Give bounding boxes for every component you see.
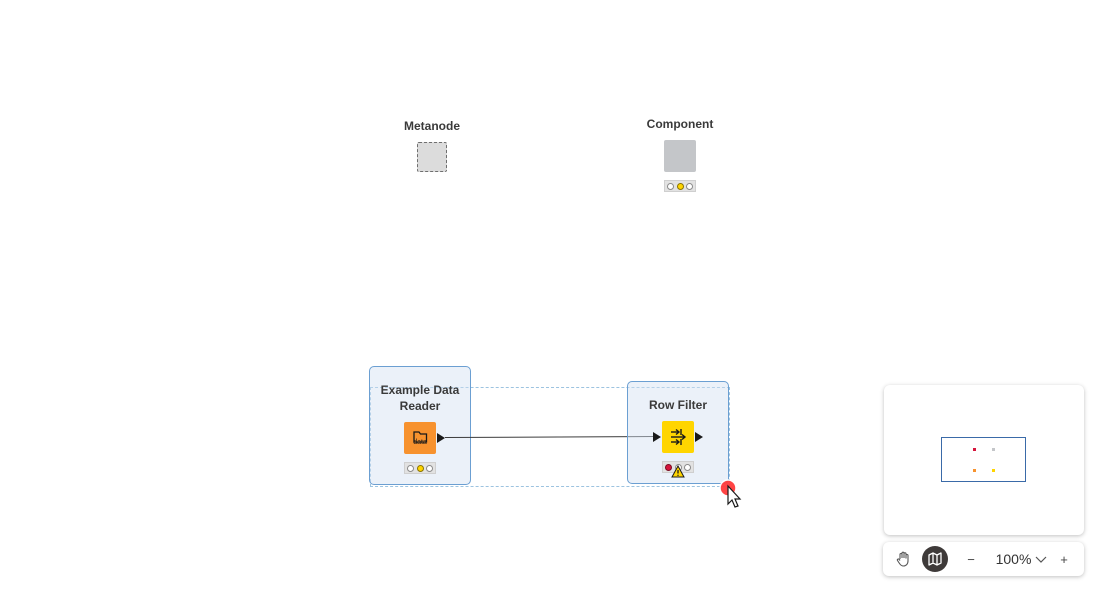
component-status-lights [664,180,696,192]
zoom-level-value: 100% [995,551,1032,567]
minimap-node-metanode [973,448,976,451]
status-light-inactive [685,182,693,190]
chevron-down-icon [1035,556,1047,563]
status-light-red [665,463,673,471]
canvas-toolbar: − 100% + [883,542,1084,576]
minimap-toggle-button[interactable] [922,546,948,572]
reader-title: Example Data Reader [370,382,470,414]
reader-output-port[interactable] [437,433,445,443]
minimap-node-reader [973,469,976,472]
row-filter-icon [671,428,687,446]
status-light-inactive [683,463,691,471]
metanode-node[interactable] [417,142,447,172]
metanode-title: Metanode [403,119,460,133]
reader-status-lights [404,462,436,474]
pan-mode-button[interactable] [890,546,916,572]
zoom-out-button[interactable]: − [961,546,981,572]
zoom-in-button[interactable]: + [1054,546,1074,572]
zoom-level-dropdown[interactable]: 100% [989,546,1055,572]
selection-marquee [370,387,730,487]
minimap[interactable] [884,385,1084,535]
rowfilter-input-port[interactable] [653,432,661,442]
rowfilter-node[interactable] [662,421,694,453]
folder-data-icon: data [413,431,428,446]
reader-node[interactable]: data [404,422,436,454]
component-title: Component [646,117,714,131]
rowfilter-title: Row Filter [648,398,707,412]
status-light-yellow [416,464,424,472]
reader-icon-label: data [413,439,427,446]
hand-icon [896,551,909,567]
status-light-inactive [667,182,675,190]
minus-icon: − [967,551,975,567]
reader-title-line1: Example Data [380,383,460,397]
minimap-viewport-frame[interactable] [941,437,1026,482]
rowfilter-output-port[interactable] [695,432,703,442]
minimap-node-rowfilter [992,469,995,472]
status-light-inactive [425,464,433,472]
status-light-yellow [676,182,684,190]
cursor-icon [719,479,742,508]
reader-title-line2: Reader [399,399,441,413]
minimap-node-component [992,448,995,451]
status-light-inactive [407,464,415,472]
warning-icon [671,465,685,478]
plus-icon: + [1060,551,1068,567]
map-icon [928,552,942,566]
component-node[interactable] [664,140,696,172]
